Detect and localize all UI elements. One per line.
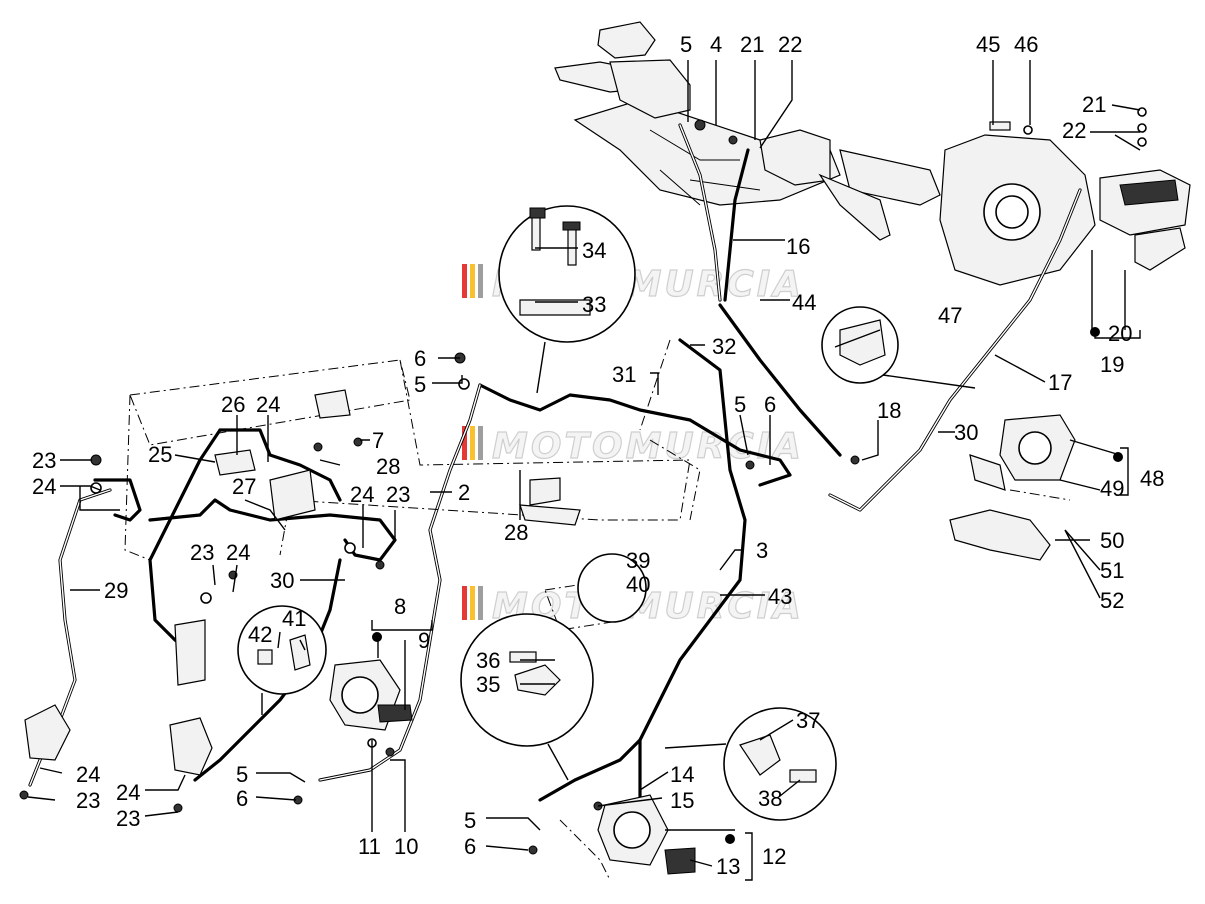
label-25: 25 (148, 442, 172, 467)
label-51: 51 (1100, 558, 1124, 583)
label-23: 23 (76, 788, 100, 813)
label-31: 31 (612, 362, 636, 387)
label-34: 34 (582, 238, 606, 263)
label-5: 5 (464, 808, 476, 833)
label-2: 2 (458, 480, 470, 505)
detail-circles (237, 205, 976, 821)
label-4: 4 (710, 32, 722, 57)
label-43: 43 (768, 584, 792, 609)
label-18: 18 (877, 398, 901, 423)
label-45: 45 (976, 32, 1000, 57)
label-11: 11 (358, 834, 381, 859)
label-28: 28 (504, 520, 528, 545)
watermark-middle: MOTOMURCIA (462, 425, 802, 468)
label-38: 38 (758, 786, 782, 811)
label-5: 5 (734, 392, 746, 417)
handlebar-assembly (554, 21, 941, 241)
label-12: 12 (762, 844, 786, 869)
label-8: 8 (394, 594, 406, 619)
label-5: 5 (680, 32, 692, 57)
label-6: 6 (236, 786, 248, 811)
label-26: 26 (221, 392, 245, 417)
label-16: 16 (786, 234, 810, 259)
label-10: 10 (394, 834, 418, 859)
label-30: 30 (954, 420, 978, 445)
label-42: 42 (248, 622, 272, 647)
set-markers (372, 327, 1123, 844)
label-24: 24 (116, 780, 140, 805)
label-36: 36 (476, 648, 500, 673)
label-21: 21 (740, 32, 764, 57)
label-44: 44 (792, 290, 816, 315)
label-21: 21 (1082, 92, 1106, 117)
label-3: 3 (756, 538, 768, 563)
label-23: 23 (116, 806, 140, 831)
label-5: 5 (414, 372, 426, 397)
label-24: 24 (76, 762, 100, 787)
part-labels: 5 4 21 22 45 46 21 22 34 33 16 44 47 20 … (32, 32, 1164, 879)
label-14: 14 (670, 762, 694, 787)
label-15: 15 (670, 788, 694, 813)
label-24: 24 (226, 540, 250, 565)
label-52: 52 (1100, 588, 1124, 613)
label-7: 7 (372, 428, 384, 453)
label-23: 23 (386, 482, 410, 507)
label-23: 23 (190, 540, 214, 565)
label-33: 33 (582, 292, 606, 317)
label-6: 6 (414, 346, 426, 371)
label-29: 29 (104, 578, 128, 603)
label-24: 24 (32, 474, 56, 499)
label-23: 23 (32, 448, 56, 473)
label-13: 13 (716, 854, 740, 879)
label-35: 35 (476, 672, 500, 697)
label-27: 27 (232, 474, 256, 499)
label-41: 41 (282, 606, 306, 631)
label-30: 30 (270, 568, 294, 593)
label-37: 37 (796, 708, 820, 733)
label-22: 22 (778, 32, 802, 57)
label-40: 40 (626, 572, 650, 597)
label-17: 17 (1048, 370, 1072, 395)
label-47: 47 (938, 303, 962, 328)
label-9: 9 (418, 628, 430, 653)
label-28: 28 (376, 454, 400, 479)
label-48: 48 (1140, 466, 1164, 491)
label-19: 19 (1100, 352, 1124, 377)
leader-lines (27, 60, 1141, 881)
label-46: 46 (1014, 32, 1038, 57)
calipers (19, 119, 1076, 875)
label-24: 24 (350, 482, 374, 507)
label-32: 32 (712, 334, 736, 359)
label-22: 22 (1062, 118, 1086, 143)
label-24: 24 (256, 392, 280, 417)
label-20: 20 (1108, 321, 1132, 346)
label-6: 6 (464, 834, 476, 859)
label-39: 39 (626, 548, 650, 573)
label-6: 6 (764, 392, 776, 417)
label-50: 50 (1100, 528, 1124, 553)
label-49: 49 (1100, 476, 1124, 501)
label-5: 5 (236, 762, 248, 787)
